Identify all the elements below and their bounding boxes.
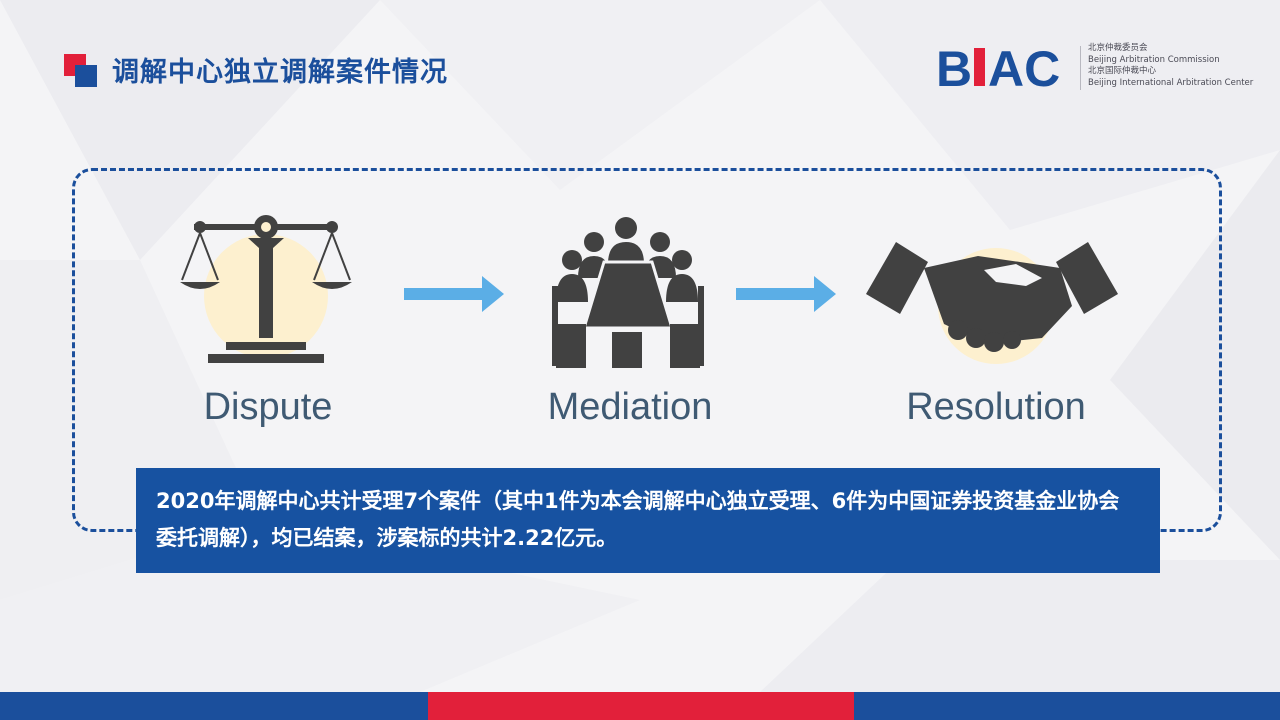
logo-text-block: 北京仲裁委员会 Beijing Arbitration Commission 北…: [1088, 43, 1253, 89]
biac-logo: B AC 北京仲裁委员会 Beijing Arbitration Commiss…: [936, 40, 1256, 96]
logo-line-cn-center: 北京国际仲裁中心: [1088, 66, 1157, 76]
biac-logo-mark: B AC: [936, 41, 1060, 92]
step-label-mediation: Mediation: [547, 386, 713, 428]
arrow-right-icon: [736, 276, 836, 312]
step-resolution: Resolution: [866, 206, 1126, 446]
footer-segment-blue-left: [0, 692, 428, 720]
logo-line-en-center: Beijing International Arbitration Center: [1088, 77, 1254, 88]
svg-text:AC: AC: [988, 41, 1060, 92]
svg-text:B: B: [936, 41, 972, 92]
summary-box: 2020年调解中心共计受理7个案件（其中1件为本会调解中心独立受理、6件为中国证…: [136, 468, 1160, 573]
footer-color-bar: [0, 692, 1280, 720]
step-label-resolution: Resolution: [906, 386, 1086, 428]
footer-segment-blue-right: [854, 692, 1280, 720]
arrow-right-icon: [404, 276, 504, 312]
logo-divider: [1080, 46, 1081, 90]
summary-text: 2020年调解中心共计受理7个案件（其中1件为本会调解中心独立受理、6件为中国证…: [156, 489, 1120, 550]
slide-title: 调解中心独立调解案件情况: [112, 57, 448, 88]
title-accent-blue: [75, 65, 97, 87]
logo-line-en-commission: Beijing Arbitration Commission: [1088, 54, 1220, 65]
handshake-icon: [866, 242, 1118, 364]
step-dispute: Dispute: [138, 206, 398, 446]
logo-line-cn-commission: 北京仲裁委员会: [1088, 43, 1148, 53]
title-accent-squares: [64, 54, 98, 88]
footer-segment-red: [428, 692, 854, 720]
step-mediation: Mediation: [500, 206, 760, 446]
meeting-table-icon: [552, 217, 704, 368]
scales-icon: [180, 215, 352, 363]
step-label-dispute: Dispute: [203, 386, 333, 428]
